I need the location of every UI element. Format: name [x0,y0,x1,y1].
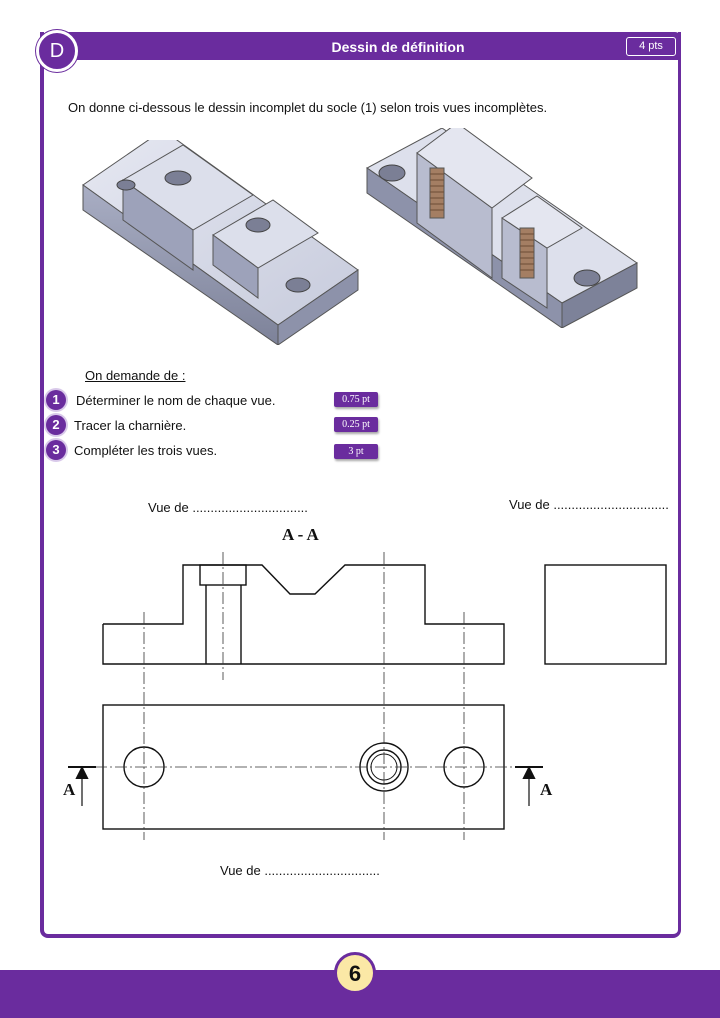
total-points-badge: 4 pts [626,37,676,56]
top-view-label[interactable]: Vue de ................................ [220,863,380,878]
side-view-label[interactable]: Vue de ................................ [509,497,669,512]
step-text-2: Tracer la charnière. [74,417,187,433]
page-frame [40,32,681,938]
cut-label-right: A [540,780,553,799]
front-view-label[interactable]: Vue de ................................ [148,500,308,515]
intro-text: On donne ci-dessous le dessin incomplet … [68,100,548,115]
instruction-step-1: 1 Déterminer le nom de chaque vue. [46,390,275,410]
instruction-step-2: 2 Tracer la charnière. [46,415,186,435]
section-badge: D [36,30,78,72]
step-points-2: 0.25 pt [334,417,378,432]
front-view-outline [102,564,505,665]
instructions-heading: On demande de : [85,368,186,383]
header-bar [58,32,681,60]
isometric-part-illustration [82,140,359,345]
step-number-1: 1 [46,390,66,410]
step-text-1: Déterminer le nom de chaque vue. [76,392,276,408]
instruction-step-3: 3 Compléter les trois vues. [46,440,217,460]
step-number-3: 3 [46,440,66,460]
step-points-3: 3 pt [334,444,378,459]
section-part-illustration [366,128,638,328]
section-title: A - A [282,525,319,544]
page-number: 6 [334,952,376,994]
step-points-1: 0.75 pt [334,392,378,407]
cut-label-left: A [63,780,76,799]
side-view-outline [544,564,667,665]
counterbore [199,564,247,586]
step-text-3: Compléter les trois vues. [74,442,218,458]
step-number-2: 2 [46,415,66,435]
page-title: Dessin de définition [331,39,465,55]
